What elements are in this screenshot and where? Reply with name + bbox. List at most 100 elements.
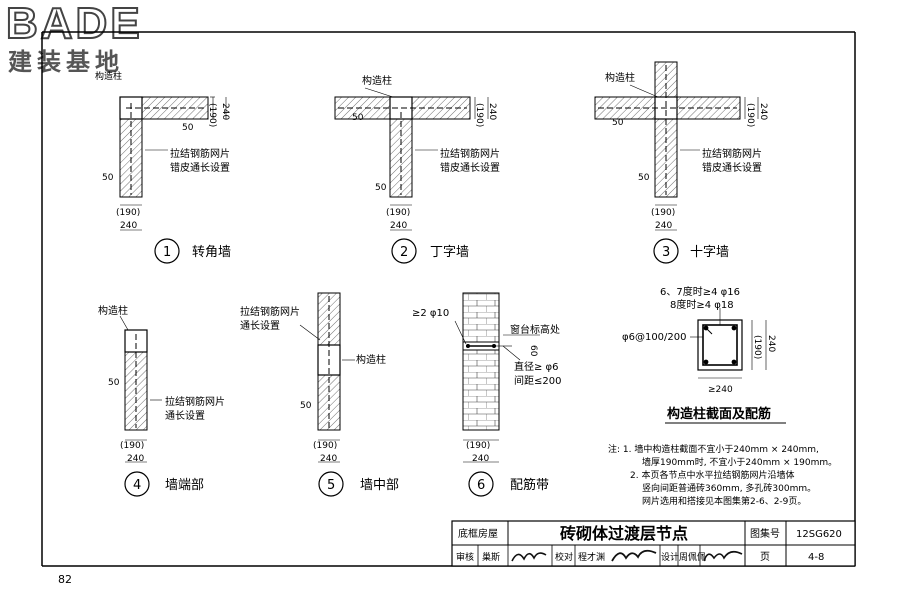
caption-text: 十字墙 — [690, 245, 729, 260]
caption-text: 墙中部 — [360, 478, 399, 493]
label-constructional-column: 构造柱 — [356, 353, 386, 366]
designer-name: 周佩佩 — [679, 551, 706, 563]
caption-2: 2 丁字墙 — [391, 238, 469, 264]
detail-t-wall — [334, 87, 489, 231]
dim-240: 240 — [120, 221, 137, 231]
atlas-label: 图集号 — [750, 527, 780, 540]
caption-text: 转角墙 — [192, 245, 231, 260]
dim-240: 240 — [766, 335, 776, 352]
dim-50: 50 — [375, 183, 387, 193]
label-constructional-column: 构造柱 — [605, 71, 635, 84]
dim-190: (190) — [651, 208, 675, 218]
dim-240: 240 — [758, 103, 768, 120]
label-mesh: 拉结钢筋网片 — [702, 147, 762, 160]
detail-cross-wall — [594, 61, 759, 231]
brand-logo: BADE — [5, 0, 143, 48]
note-line: 墙厚190mm时, 不宜小于240mm × 190mm。 — [642, 456, 837, 468]
checker-name: 程才渊 — [578, 551, 605, 563]
title-category: 底框房屋 — [458, 527, 498, 540]
dim-190: (190) — [466, 441, 490, 451]
dim-240: 240 — [220, 103, 230, 120]
sheet-page-number: 4-8 — [808, 552, 824, 563]
note-line: 网片选用和搭接见本图集第2-6、2-9页。 — [642, 495, 806, 507]
atlas-number: 12SG620 — [796, 529, 842, 540]
page-number: 82 — [58, 573, 72, 586]
label-stirrup: φ6@100/200 — [622, 332, 687, 343]
label-mesh-continuous: 通长设置 — [240, 320, 280, 332]
label-constructional-column: 构造柱 — [98, 304, 128, 317]
brand-logo-chinese: 建装基地 — [8, 48, 124, 76]
dim-190: (190) — [313, 441, 337, 451]
dim-50: 50 — [352, 113, 364, 123]
label-mesh-continuous: 通长设置 — [165, 410, 205, 422]
dim-240: 240 — [390, 221, 407, 231]
dim-190: (190) — [207, 103, 217, 127]
detail-corner-wall — [119, 96, 227, 231]
dim-190: (190) — [745, 103, 755, 127]
caption-text: 配筋带 — [510, 477, 549, 493]
designer-signature — [703, 550, 743, 562]
label-longitudinal-rebar-8deg: 8度时≥4 φ18 — [670, 298, 734, 311]
reviewer-name: 巢斯 — [482, 551, 500, 563]
detail-wall-middle — [299, 292, 355, 463]
caption-text: 墙端部 — [165, 478, 204, 493]
design-label: 设计 — [661, 551, 679, 563]
dim-240-width: ≥240 — [708, 385, 733, 395]
caption-number: 6 — [477, 478, 485, 493]
review-label: 审核 — [456, 551, 474, 563]
dim-240: 240 — [655, 221, 672, 231]
label-sill-level: 窗台标高处 — [510, 323, 560, 336]
detail-reinforced-band — [454, 292, 540, 463]
dim-190: (190) — [120, 441, 144, 451]
dim-50: 50 — [612, 118, 624, 128]
notes: 注: 1. 墙中构造柱截面不宜小于240mm × 240mm, 墙厚190mm时… — [608, 443, 837, 507]
caption-1: 1 转角墙 — [154, 238, 231, 264]
caption-4: 4 墙端部 — [124, 471, 204, 497]
label-constructional-column: 构造柱 — [95, 70, 122, 82]
label-spacing: 间距≤200 — [514, 374, 561, 387]
label-diameter: 直径≥ φ6 — [514, 360, 559, 373]
label-mesh-staggered: 错皮通长设置 — [702, 161, 762, 174]
label-mesh-staggered: 错皮通长设置 — [440, 161, 500, 174]
dim-50: 50 — [182, 123, 194, 133]
label-mesh-staggered: 错皮通长设置 — [170, 161, 230, 174]
dim-240: 240 — [127, 454, 144, 464]
section-title: 构造柱截面及配筋 — [667, 406, 771, 422]
dim-50: 50 — [102, 173, 114, 183]
dim-190: (190) — [752, 335, 762, 359]
note-line: 2. 本页各节点中水平拉结钢筋网片沿墙体 — [630, 469, 794, 481]
drawing-title: 砖砌体过渡层节点 — [560, 524, 688, 543]
column-section — [690, 308, 767, 379]
dim-190: (190) — [474, 103, 484, 127]
note-line: 注: 1. 墙中构造柱截面不宜小于240mm × 240mm, — [608, 443, 819, 455]
caption-text: 丁字墙 — [430, 245, 469, 260]
detail-wall-end — [119, 315, 162, 463]
caption-number: 5 — [327, 478, 335, 493]
dim-190: (190) — [386, 208, 410, 218]
label-constructional-column: 构造柱 — [362, 74, 392, 87]
label-longitudinal-rebar-7deg: 6、7度时≥4 φ16 — [660, 285, 740, 298]
page-label: 页 — [760, 551, 770, 563]
caption-3: 3 十字墙 — [653, 238, 729, 264]
reviewer-signature — [511, 552, 547, 562]
label-top-rebar: ≥2 φ10 — [412, 308, 449, 319]
dim-240: 240 — [472, 454, 489, 464]
dim-60: 60 — [528, 345, 538, 357]
label-mesh: 拉结钢筋网片 — [440, 147, 500, 160]
caption-number: 2 — [400, 245, 408, 260]
note-line: 竖向间距普通砖360mm, 多孔砖300mm。 — [642, 482, 816, 494]
title-block — [451, 520, 856, 567]
caption-6: 6 配筋带 — [468, 471, 549, 497]
caption-number: 3 — [662, 245, 670, 260]
label-mesh: 拉结钢筋网片 — [170, 147, 230, 160]
dim-50: 50 — [108, 378, 120, 388]
check-label: 校对 — [555, 551, 573, 563]
label-mesh: 拉结钢筋网片 — [240, 305, 300, 318]
caption-number: 4 — [133, 478, 141, 493]
caption-5: 5 墙中部 — [318, 471, 399, 497]
dim-50: 50 — [638, 173, 650, 183]
caption-number: 1 — [163, 245, 171, 260]
dim-240: 240 — [487, 103, 497, 120]
dim-50: 50 — [300, 401, 312, 411]
